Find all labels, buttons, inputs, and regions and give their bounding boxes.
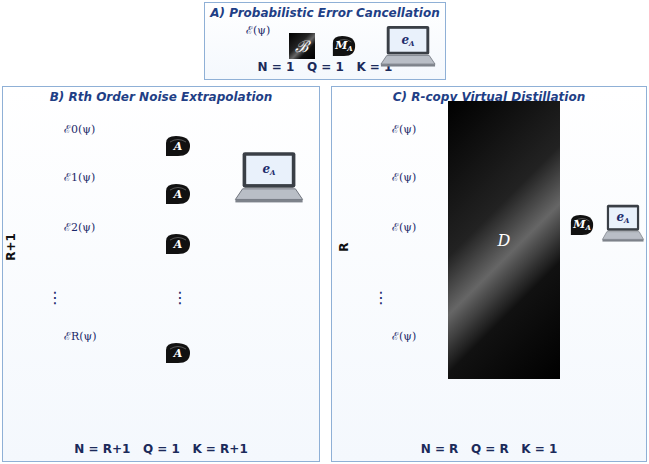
panel-footer: N = R Q = R K = 1 [332,442,646,456]
ellipsis: ⋮ [172,288,188,307]
panel: C) R-copy Virtual DistillationN = R Q = … [331,86,647,462]
symbol-text: A [174,238,183,251]
symbol-letter: A [174,347,183,360]
subscript: A [585,223,590,232]
symbol-text: A [174,140,183,153]
symbol-letter: A [174,188,183,201]
state-label: ℰ(ψ) [392,219,416,234]
measurement-symbol: A [164,135,192,157]
subscript: A [624,216,629,225]
panel-title: A) Probabilistic Error Cancellation [205,6,444,20]
symbol-text: A [174,188,183,201]
subscript: A [270,168,275,177]
panel-title: B) Rth Order Noise Extrapolation [3,90,319,104]
symbol-letter: A [174,238,183,251]
subscript: A [347,44,352,53]
symbol-letter: e [401,33,409,47]
symbol-text: MA [335,39,353,53]
panel-footer: N = R+1 Q = 1 K = R+1 [3,442,319,456]
state-label: ℰR(ψ) [64,328,97,343]
state-label: ℰ0(ψ) [64,121,95,136]
measurement-symbol: A [164,183,192,205]
symbol-letter: M [573,218,585,231]
state-label: ℰ(ψ) [392,328,416,343]
state-label: ℰ(ψ) [392,169,416,184]
black-box: ℬ [289,33,315,59]
laptop-shape [233,151,305,203]
ellipsis: ⋮ [47,288,63,307]
measurement-symbol: A [164,342,192,364]
box-symbol: ℬ [295,35,308,57]
laptop-icon: eA [379,25,437,67]
measurement-symbol: MA [569,214,595,236]
measurement-symbol: MA [331,35,357,57]
symbol-letter: A [174,140,183,153]
state-label: ℰ(ψ) [246,22,270,37]
symbol-letter: e [616,210,624,224]
laptop-icon: eA [233,151,305,203]
panel: B) Rth Order Noise Extrapolation N = R+1 … [2,86,320,462]
box-symbol: D [498,231,511,250]
laptop-icon: eA [601,204,645,242]
subscript: A [409,39,414,48]
state-label: ℰ(ψ) [392,121,416,136]
symbol-text: eA [616,210,629,225]
symbol-text: eA [401,33,414,48]
symbol-letter: e [262,162,270,176]
measurement-symbol: A [164,233,192,255]
symbol-text: MA [573,218,591,232]
state-label: ℰ2(ψ) [64,219,95,234]
copy-count: R [337,242,351,251]
copy-count: R+1 [4,233,18,261]
symbol-text: A [174,347,183,360]
state-label: ℰ1(ψ) [64,169,95,184]
black-box: D [448,101,560,379]
symbol-letter: M [335,39,347,52]
ellipsis: ⋮ [373,288,389,307]
panel: A) Probabilistic Error CancellationN = 1… [204,2,445,80]
symbol-text: eA [262,162,275,177]
